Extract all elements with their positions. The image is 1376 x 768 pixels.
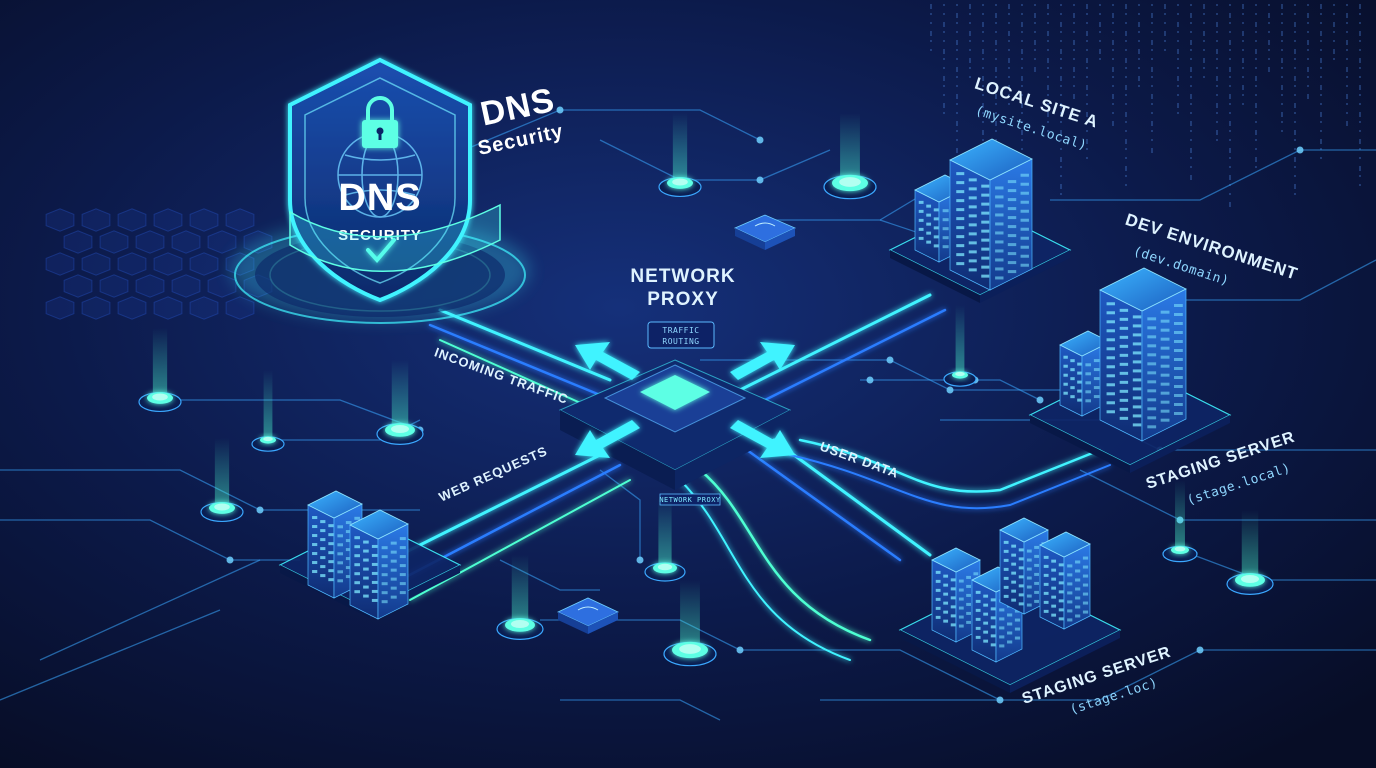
proxy-tag-text: NETWORK PROXY — [659, 496, 721, 504]
network-pods — [138, 113, 1274, 667]
binary-rain-decoration — [930, 4, 1361, 207]
badge-line1: TRAFFIC — [662, 326, 699, 335]
proxy-title-line2: PROXY — [647, 289, 719, 310]
arrow-down-left — [575, 420, 640, 458]
arrow-up-right — [730, 342, 795, 380]
shield-text-line2: SECURITY — [338, 227, 422, 244]
proxy-title-line1: NETWORK — [630, 266, 735, 287]
checkmark-icon — [366, 238, 396, 264]
shield-text-line1: DNS — [338, 177, 421, 219]
dns-security-shield: DNS SECURITY — [230, 57, 530, 324]
padlock-icon — [362, 96, 398, 148]
network-proxy-hub — [558, 342, 795, 490]
router-device-top — [734, 214, 796, 250]
server-buildings — [278, 138, 1232, 693]
router-device-bottom — [557, 597, 619, 634]
traffic-routing-badge: TRAFFIC ROUTING — [647, 321, 715, 349]
router-icon — [754, 222, 776, 227]
badge-line2: ROUTING — [662, 337, 699, 346]
arrow-down-right — [730, 420, 795, 458]
arrow-up-left — [575, 342, 640, 380]
shield-icon — [288, 57, 472, 303]
traffic-flow-lines — [388, 293, 1111, 661]
